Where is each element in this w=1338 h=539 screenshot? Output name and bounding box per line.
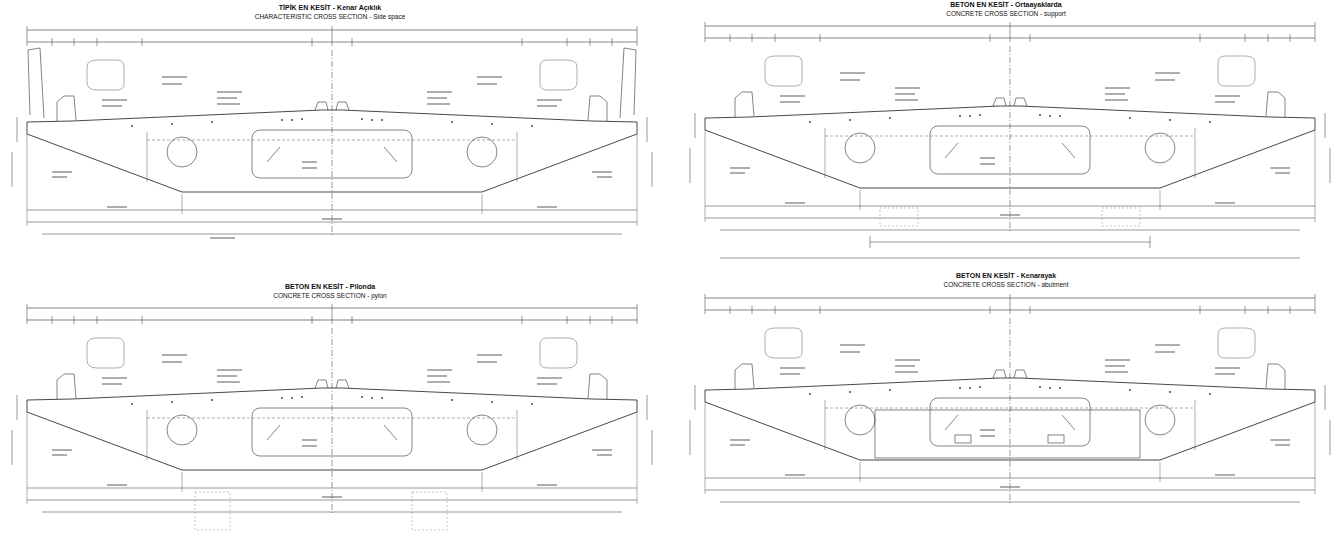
section-title: TİPİK EN KESİT - Kenar Açıklık xyxy=(279,4,381,12)
section-subtitle: CHARACTERISTIC CROSS SECTION - Side spac… xyxy=(255,13,406,20)
section-title: BETON EN KESİT - Pilonda xyxy=(285,283,375,291)
section-subtitle: CONCRETE CROSS SECTION - support xyxy=(946,10,1066,17)
section-subtitle: CONCRETE CROSS SECTION - abutment xyxy=(944,281,1069,288)
section-title: BETON EN KESİT - Kenarayak xyxy=(956,272,1056,280)
section-title: BETON EN KESİT - Ortaayaklarda xyxy=(950,1,1062,9)
section-subtitle: CONCRETE CROSS SECTION - pylon xyxy=(273,292,386,299)
